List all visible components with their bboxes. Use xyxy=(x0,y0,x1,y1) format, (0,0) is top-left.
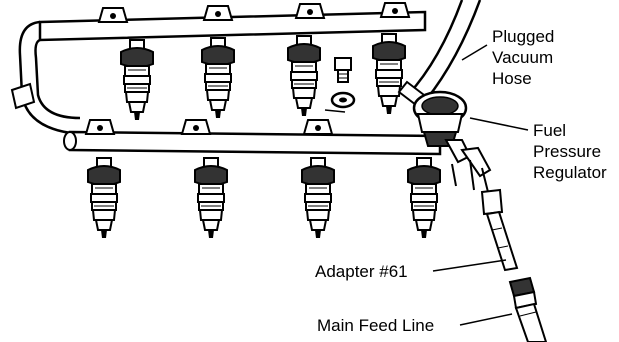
label-vacuum-hose-line-3: Hose xyxy=(492,69,532,88)
lower-injector-1 xyxy=(87,157,121,239)
lower-bracket-1 xyxy=(85,119,115,135)
upper-bracket-4 xyxy=(380,2,410,18)
upper-injector-2 xyxy=(201,37,235,119)
label-vacuum-hose-line-1: Plugged xyxy=(492,27,554,46)
upper-injector-3 xyxy=(287,35,321,117)
lower-bracket-3 xyxy=(303,119,333,135)
lower-injector-3 xyxy=(301,157,335,239)
leader-lines xyxy=(432,44,529,326)
label-regulator-line-1: Fuel xyxy=(533,121,566,140)
upper-injector-4 xyxy=(372,33,406,115)
label-regulator-line-3: Regulator xyxy=(533,163,607,182)
label-fuel-pressure-regulator: Fuel Pressure Regulator xyxy=(533,121,607,182)
loose-bolt xyxy=(334,57,352,83)
main-feed-line xyxy=(508,276,548,342)
upper-injector-1 xyxy=(120,39,154,121)
lower-injector-4 xyxy=(407,157,441,239)
loose-washer xyxy=(330,91,356,109)
lower-bracket-2 xyxy=(181,119,211,135)
upper-bracket-3 xyxy=(295,3,325,19)
label-main-feed-line: Main Feed Line xyxy=(317,316,434,335)
label-adapter-61: Adapter #61 xyxy=(315,262,408,281)
fuel-pressure-regulator xyxy=(412,90,492,193)
lower-injector-2 xyxy=(194,157,228,239)
label-vacuum-hose: Plugged Vacuum Hose xyxy=(492,27,559,88)
lower-fuel-rail xyxy=(63,130,442,156)
upper-bracket-2 xyxy=(203,5,233,21)
label-regulator-line-2: Pressure xyxy=(533,142,601,161)
label-vacuum-hose-line-2: Vacuum xyxy=(492,48,553,67)
adapter-61 xyxy=(480,188,519,272)
upper-bracket-1 xyxy=(98,7,128,23)
